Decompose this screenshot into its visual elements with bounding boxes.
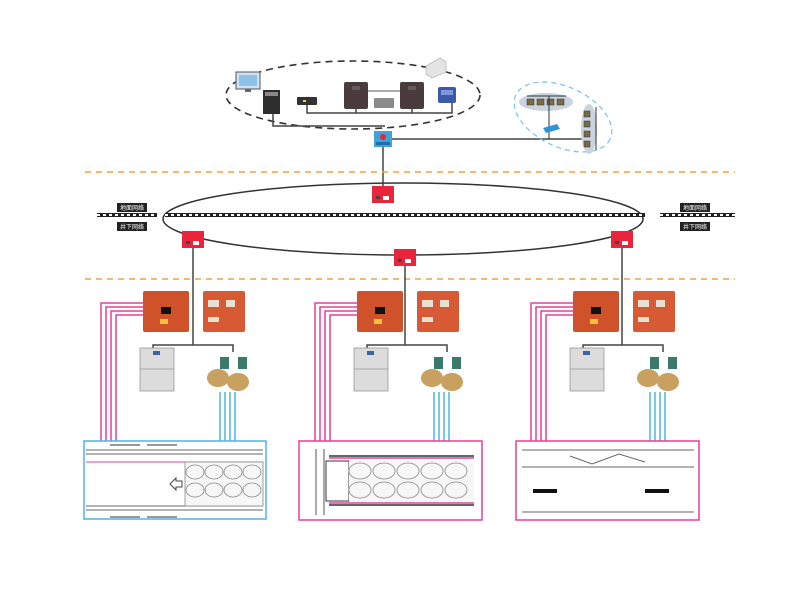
zone-label-underground-right: 井下网络 [680, 222, 710, 231]
ring-switch-left [182, 231, 204, 248]
monitoring-substation-box [417, 291, 459, 332]
ring-switch-right [611, 231, 633, 248]
ring-network [162, 182, 644, 256]
power-supply-box [143, 291, 189, 332]
svg-text:地面网络: 地面网络 [683, 204, 707, 212]
scene-working-face [83, 440, 267, 520]
scene-goaf [298, 440, 483, 521]
ring-switch-bottom-center [394, 249, 416, 266]
sensor-cabinet [139, 347, 175, 392]
ring-switch-top [372, 186, 394, 203]
client-switch-icon [543, 124, 560, 133]
station-3 [530, 248, 679, 441]
valve-actuator [637, 357, 679, 391]
server-icon [400, 82, 424, 109]
svg-text:地面网络: 地面网络 [120, 204, 144, 212]
zone-label-surface-left: 地面网络 [117, 203, 147, 212]
server-icon [344, 82, 368, 109]
zone-label-surface-right: 地面网络 [680, 203, 710, 212]
station-2 [314, 266, 463, 441]
svg-text:井下网络: 井下网络 [120, 223, 144, 231]
storage-icon [374, 98, 394, 108]
sensor-cabinet [353, 347, 389, 392]
zone-label-underground-left: 井下网络 [117, 222, 147, 231]
sensor-cabinet [569, 347, 605, 392]
svg-text:井下网络: 井下网络 [683, 223, 707, 231]
valve-actuator [207, 357, 249, 391]
scene-roadway [515, 440, 700, 521]
monitoring-substation-box [633, 291, 675, 332]
client-cluster-outline [513, 81, 613, 153]
server-cluster-outline [225, 60, 481, 130]
valve-actuator [421, 357, 463, 391]
network-device-icon [297, 97, 317, 105]
tower-pc-icon [263, 90, 280, 114]
projector-icon [425, 57, 447, 79]
core-switch-icon [374, 131, 392, 147]
station-1 [100, 248, 249, 441]
monitoring-substation-box [203, 291, 245, 332]
power-supply-box [357, 291, 403, 332]
monitor-icon [235, 71, 261, 92]
printer-icon [438, 87, 456, 103]
power-supply-box [573, 291, 619, 332]
